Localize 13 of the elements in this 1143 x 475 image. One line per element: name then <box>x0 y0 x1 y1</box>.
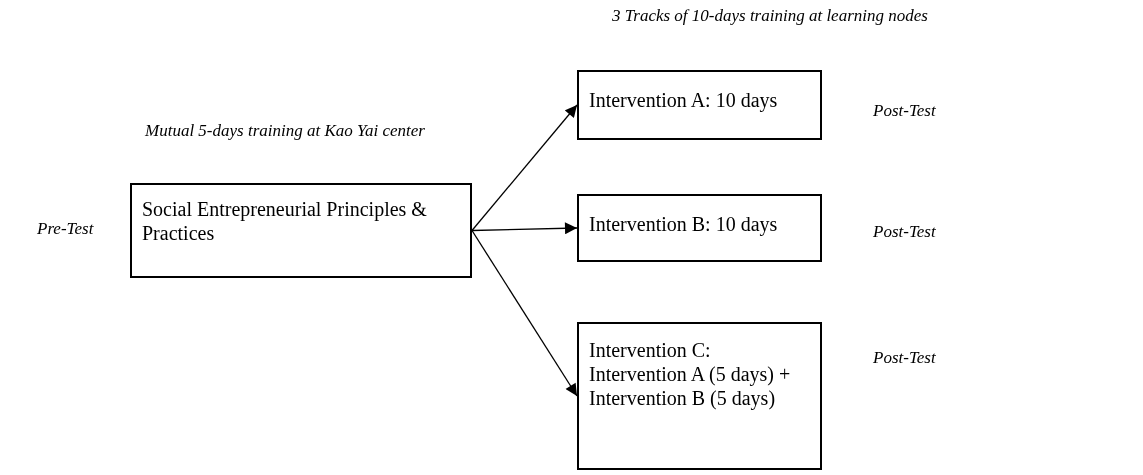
process-box: Intervention C: Intervention A (5 days) + Intervention B (5 days) <box>577 322 822 470</box>
test-label: Post-Test <box>873 100 937 122</box>
arrow <box>471 229 578 397</box>
test-label: Pre-Test <box>37 218 95 240</box>
test-label: Post-Test <box>873 221 937 243</box>
process-box: Social Entrepreneurial Principles & Practices <box>130 183 472 278</box>
node-caption: Mutual 5-days training at Kao Yai center <box>145 120 426 142</box>
process-box: Intervention B: 10 days <box>577 194 822 262</box>
test-label: Post-Test <box>873 347 937 369</box>
process-box: Intervention A: 10 days <box>577 70 822 140</box>
arrow <box>471 104 578 232</box>
track-caption: 3 Tracks of 10-days training at learning nodes <box>612 5 929 27</box>
arrow <box>471 222 578 235</box>
